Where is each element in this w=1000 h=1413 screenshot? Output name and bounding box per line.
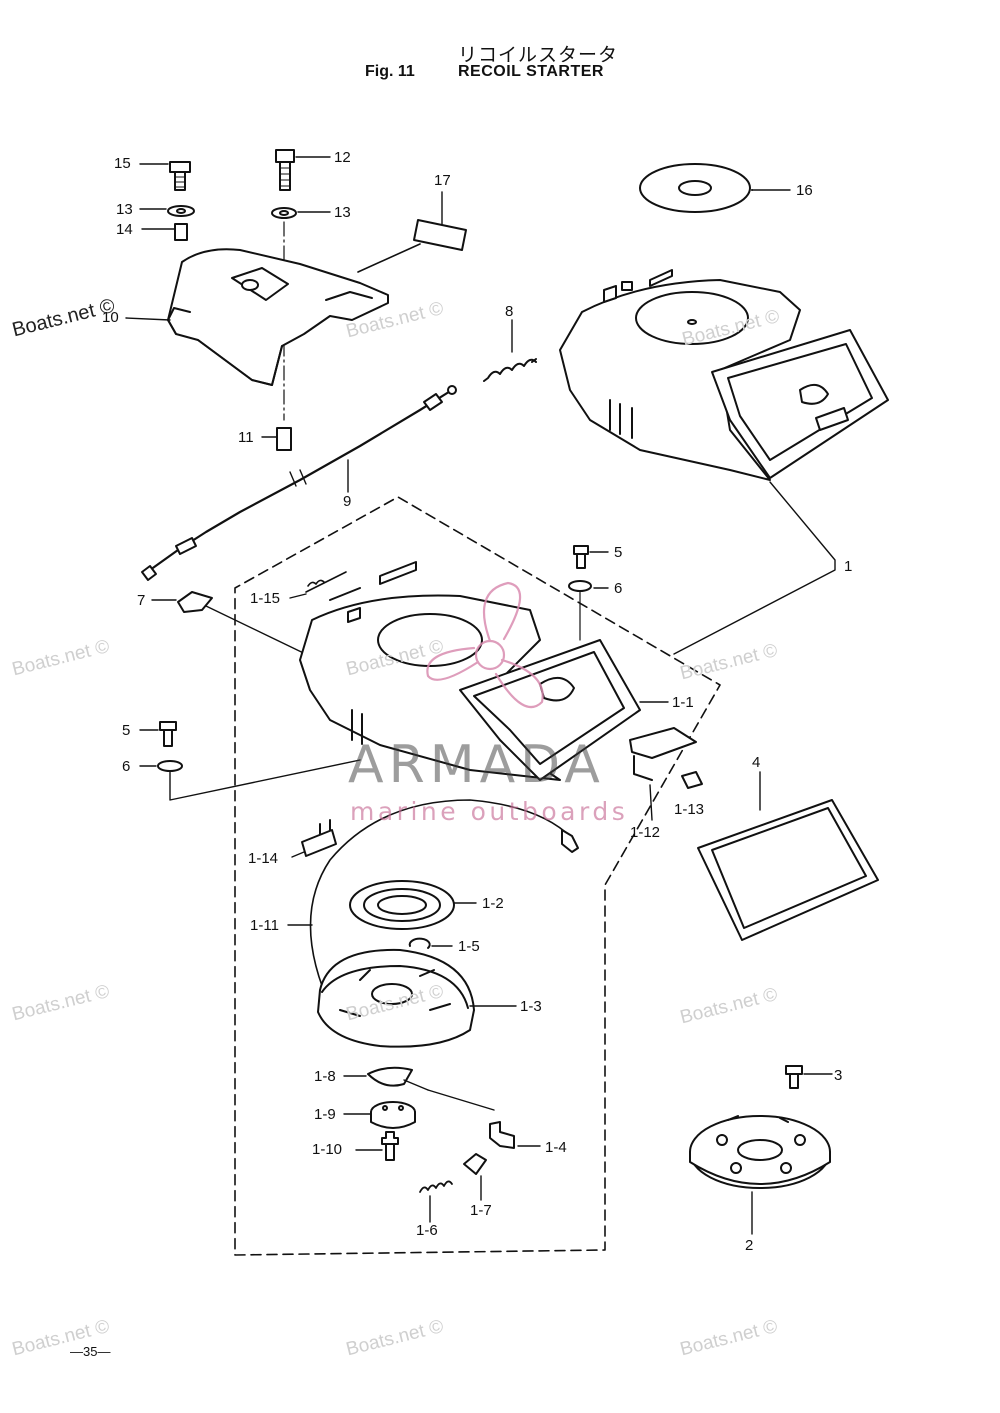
callout-1-9: 1-9	[314, 1106, 336, 1123]
callout-1-10: 1-10	[312, 1141, 343, 1158]
gasket-4-icon	[697, 799, 879, 941]
bolt-12-icon	[275, 149, 295, 191]
callout-1-4: 1-4	[545, 1139, 567, 1156]
callout-1-3: 1-3	[520, 998, 542, 1015]
clip-7-icon	[177, 591, 213, 613]
recoil-starter-assembly-1-icon	[559, 269, 889, 481]
callout-2: 2	[745, 1237, 754, 1254]
spring-8-icon	[483, 358, 537, 382]
callout-16: 16	[796, 182, 813, 199]
callout-17: 17	[434, 172, 451, 189]
callout-1-7: 1-7	[470, 1202, 492, 1219]
callout-1: 1	[844, 558, 853, 575]
callout-1-5: 1-5	[458, 938, 480, 955]
callout-10: 10	[102, 309, 119, 326]
disc-16-icon	[639, 163, 751, 213]
bolt-5b-icon	[159, 721, 177, 747]
washer-13b-icon	[271, 207, 297, 219]
callout-13b: 13	[334, 204, 351, 221]
starter-cover-10-icon	[167, 248, 389, 386]
bolt-3-icon	[785, 1065, 803, 1089]
callout-7: 7	[137, 592, 146, 609]
handle-1-12-icon	[629, 727, 697, 781]
starter-rope-1-11-icon	[309, 799, 573, 1011]
callout-11: 11	[238, 429, 254, 446]
callout-13a: 13	[116, 201, 133, 218]
callout-1-1: 1-1	[672, 694, 694, 711]
callout-1-12: 1-12	[630, 824, 661, 841]
washer-6-icon	[568, 580, 592, 592]
bracket-1-14-icon	[301, 819, 337, 857]
collar-11-icon	[276, 427, 292, 451]
pulley-2-icon	[689, 1115, 831, 1189]
spring-1-15-icon	[305, 571, 347, 593]
callout-1-14: 1-14	[248, 850, 279, 867]
pawl-spring-1-7-icon	[463, 1153, 487, 1175]
spring-1-6-icon	[419, 1180, 453, 1193]
title-japanese: リコイルスタータ	[458, 44, 619, 66]
subassembly-boundary	[234, 496, 721, 1256]
callout-1-2: 1-2	[482, 895, 504, 912]
page-title: RECOIL STARTER	[458, 63, 604, 80]
figure-number: Fig. 11	[365, 63, 415, 80]
callout-12: 12	[334, 149, 351, 166]
callout-1-15: 1-15	[250, 590, 281, 607]
label-17-icon	[413, 219, 467, 251]
cable-9-icon	[141, 385, 457, 581]
bolt-15-icon	[169, 161, 191, 191]
bolt-5-icon	[573, 545, 589, 569]
callout-14: 14	[116, 221, 133, 238]
callout-9: 9	[343, 493, 352, 510]
callout-1-6: 1-6	[416, 1222, 438, 1239]
callout-1-11: 1-11	[250, 917, 279, 934]
armada-propeller-logo	[426, 581, 544, 708]
bolt-1-10-icon	[381, 1131, 399, 1161]
washer-13-icon	[167, 205, 195, 217]
collar-14-icon	[174, 223, 188, 241]
callout-6b: 6	[122, 758, 131, 775]
plate-1-8-icon	[367, 1066, 413, 1087]
washer-6b-icon	[157, 760, 183, 772]
callout-1-8: 1-8	[314, 1068, 336, 1085]
callout-1-13: 1-13	[674, 801, 705, 818]
spiral-spring-1-2-icon	[349, 880, 455, 930]
callout-8: 8	[505, 303, 514, 320]
clip-1-5-icon	[408, 937, 431, 949]
handle-insert-1-13-icon	[681, 771, 703, 789]
callout-3: 3	[834, 1067, 843, 1084]
reel-1-3-icon	[317, 948, 475, 1048]
brand-name: ARMADA	[348, 735, 605, 795]
callout-4: 4	[752, 754, 761, 771]
callout-6a: 6	[614, 580, 623, 597]
drum-1-9-icon	[370, 1101, 416, 1129]
callout-5b: 5	[122, 722, 131, 739]
callout-15: 15	[114, 155, 131, 172]
pawl-1-4-icon	[489, 1121, 515, 1149]
brand-tagline: marine outboards	[350, 797, 629, 826]
callout-5a: 5	[614, 544, 623, 561]
page-number: —35—	[70, 1344, 111, 1359]
